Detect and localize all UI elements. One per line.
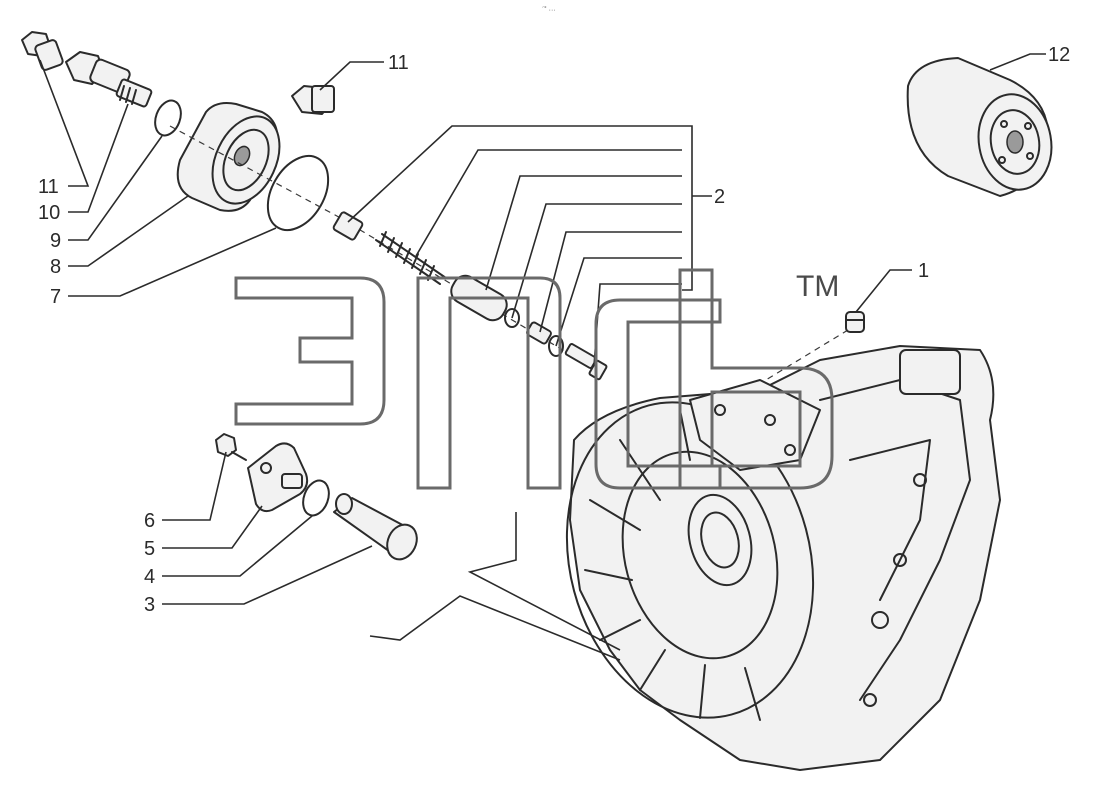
plug-part-11-left xyxy=(21,31,64,71)
callout-8: 8 xyxy=(50,256,61,278)
assembly-axis-upper xyxy=(169,125,349,223)
callout-4: 4 xyxy=(144,566,155,588)
leader-4 xyxy=(162,515,313,577)
leader-10 xyxy=(68,103,129,213)
valve-assembly-part-2 xyxy=(332,211,608,381)
callout-11-left: 11 xyxy=(38,176,59,198)
leader-1 xyxy=(855,269,912,313)
leader-8 xyxy=(68,195,189,267)
cover-plate-part-5 xyxy=(247,442,309,513)
callout-1: 1 xyxy=(918,260,929,282)
leader-3 xyxy=(162,545,373,605)
plug-part-11-right xyxy=(291,85,335,115)
callout-2: 2 xyxy=(714,186,725,208)
leader-12 xyxy=(989,53,1046,71)
leader-5 xyxy=(162,505,263,549)
callout-3: 3 xyxy=(144,594,155,616)
callout-9: 9 xyxy=(50,230,61,252)
o-ring-part-7 xyxy=(266,155,330,231)
transmission-housing xyxy=(565,345,1001,771)
filter-housing-part-8 xyxy=(176,102,281,212)
oil-filter-part-12 xyxy=(906,57,1053,197)
callout-5: 5 xyxy=(144,538,155,560)
callout-10: 10 xyxy=(38,202,60,224)
o-ring-part-9 xyxy=(154,99,182,137)
leader-11-left xyxy=(39,59,90,187)
watermark-trademark: TM xyxy=(796,270,839,303)
callout-11-right: 11 xyxy=(388,52,409,74)
fitting-part-10 xyxy=(65,51,153,108)
callout-7: 7 xyxy=(50,286,61,308)
header-mark: ´˚ ··· xyxy=(542,6,556,14)
callout-12: 12 xyxy=(1048,44,1070,66)
screw-part-6 xyxy=(215,433,247,461)
leader-9 xyxy=(68,135,163,241)
leader-11-right xyxy=(319,61,384,91)
leader-housing xyxy=(467,512,621,651)
leader-6 xyxy=(162,451,227,521)
callout-6: 6 xyxy=(144,510,155,532)
watermark-logo: TM xyxy=(234,268,839,490)
leader-7 xyxy=(68,227,277,297)
leader-housing-2 xyxy=(369,595,621,661)
o-ring-part-4 xyxy=(302,479,330,517)
sleeve-part-3 xyxy=(333,493,418,561)
plug-part-1 xyxy=(845,311,865,333)
